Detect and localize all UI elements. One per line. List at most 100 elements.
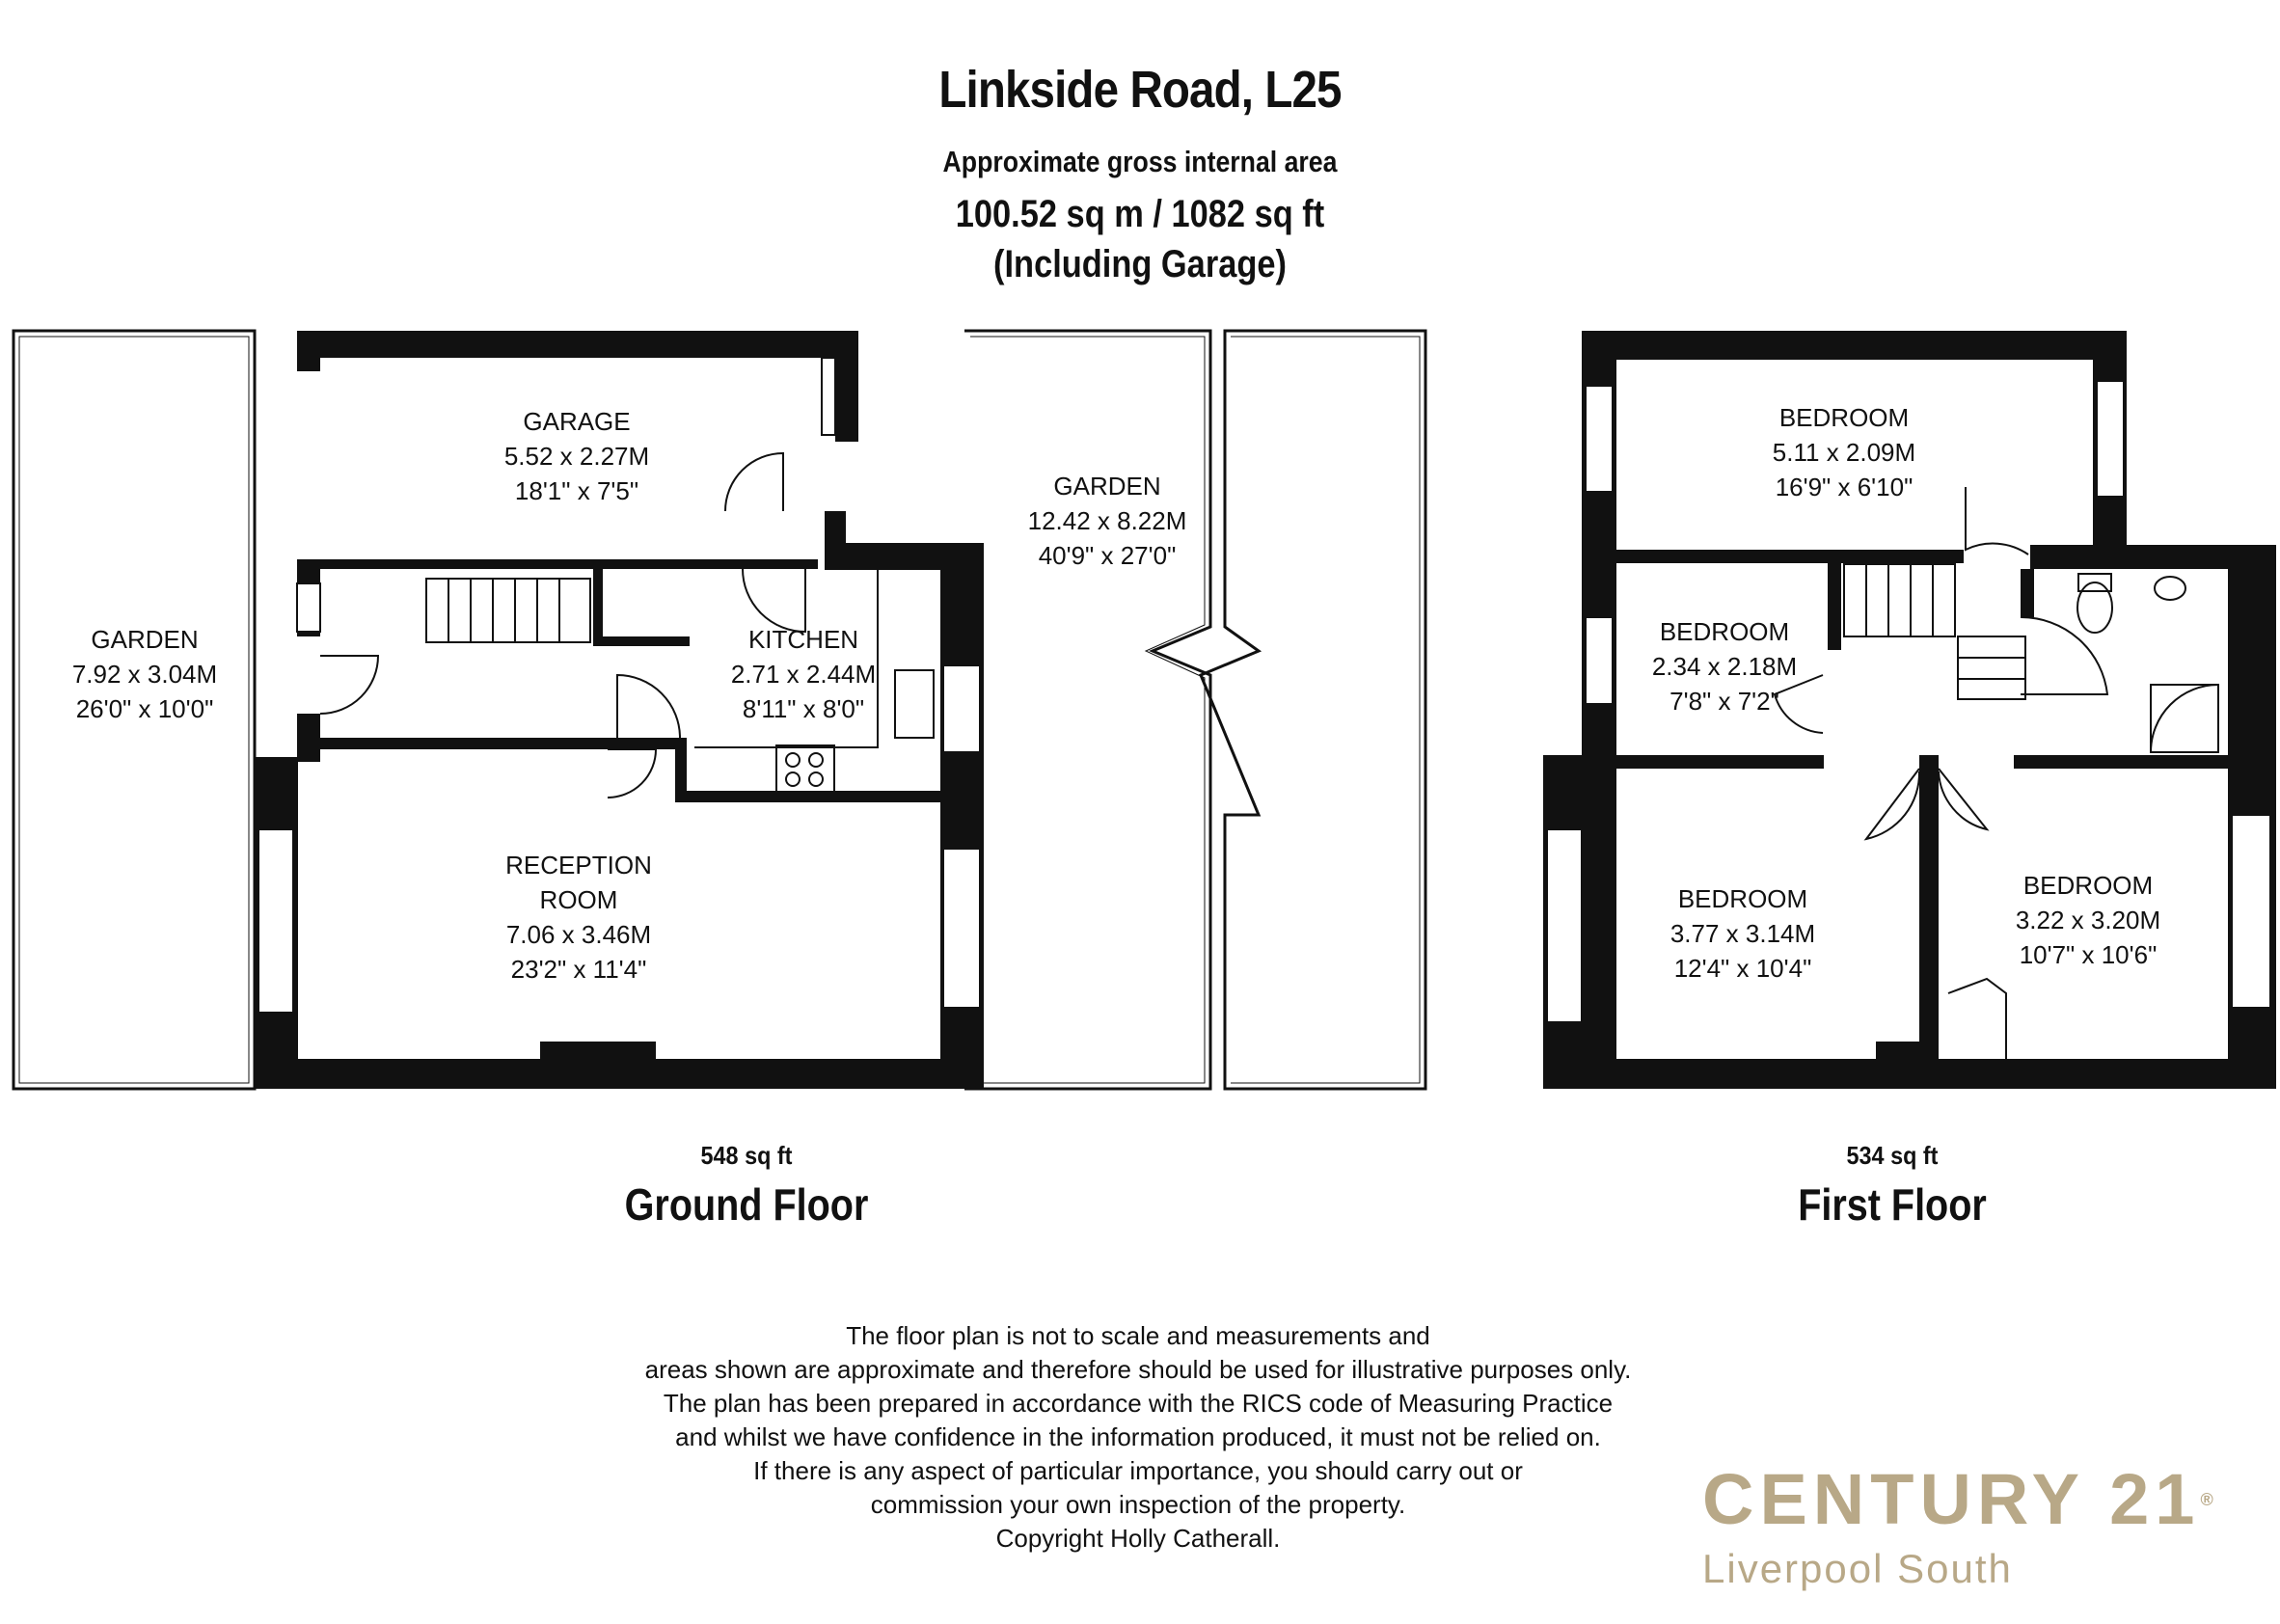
disclaimer-text: The floor plan is not to scale and measu… [540,1319,1736,1556]
right-garden-inner-outline [970,336,1206,1084]
small-bedroom-door-swing [1773,674,1824,734]
garden-extension-inner-outline [1231,336,1421,1084]
bathroom-bottom-wall [2014,755,2231,769]
basin-icon [2154,576,2186,601]
kitchen-worktop [694,569,879,748]
bedroom-small-imperial: 7'8" x 7'2" [1669,687,1779,716]
total-area-note: (Including Garage) [993,243,1287,285]
bedroom-left-name: BEDROOM [1678,884,1807,913]
garden-left-imperial: 26'0" x 10'0" [76,694,214,723]
toilet-cistern [2077,573,2112,592]
disclaimer-line: commission your own inspection of the pr… [870,1490,1406,1519]
property-title: Linkside Road, L25 [938,61,1342,119]
bedroom-right-imperial: 10'7" x 10'6" [2020,940,2158,969]
first-floor-bottom-wall [1543,1059,2276,1089]
area-subtitle: Approximate gross internal area [942,145,1338,178]
disclaimer-line: The floor plan is not to scale and measu… [846,1321,1430,1350]
brand-office: Liverpool South [1702,1546,2013,1591]
bedroom-top-right-window [2096,380,2125,498]
disclaimer-line: Copyright Holly Catherall. [995,1524,1281,1553]
left-garden-inner-outline [18,336,250,1084]
chimney-breast [1876,1042,1924,1061]
cupboard-outline [1947,977,2007,1059]
reception-door-swing [607,748,658,798]
right-garden-outline [964,329,1212,1091]
hob-ring-icon [785,771,801,787]
garage-top-wall [297,331,858,358]
hall-window [296,582,321,633]
kitchen-metric: 2.71 x 2.44M [731,660,876,689]
ground-floor-details [258,357,981,1014]
brand-name-text: CENTURY 21 [1702,1459,2201,1539]
first-floor-details [1546,380,2271,1059]
trademark-symbol: ® [2200,1490,2213,1509]
reception-name-line1: RECEPTION [505,851,652,880]
bedroom-divider-wall [1919,755,1939,1059]
house-bottom-wall [255,1059,984,1089]
disclaimer-line: The plan has been prepared in accordance… [663,1389,1614,1418]
reception-name-line2: ROOM [540,885,618,914]
first-floor-labels: BEDROOM 5.11 x 2.09M 16'9" x 6'10" BEDRO… [1652,403,2160,983]
bedroom-top-metric: 5.11 x 2.09M [1773,438,1915,467]
bedroom-right-name: BEDROOM [2023,871,2153,900]
garage-door-swing [724,451,784,512]
kitchen-window [942,664,981,753]
bedroom-small-name: BEDROOM [1660,617,1789,646]
left-garden-outline [12,329,257,1091]
small-bedroom-right-wall [1828,563,1841,650]
garden-left-name: GARDEN [91,625,198,654]
first-floor-caption: 534 sq ft First Floor [1603,1141,2182,1231]
first-floor-stairs [1843,563,2026,700]
small-bedroom-window [1585,616,1614,705]
garage-name: GARAGE [523,407,630,436]
reception-right-window [942,848,981,1009]
first-floor-area: 534 sq ft [1846,1141,1939,1170]
bedroom-right-door-swing [1938,768,1990,831]
garden-right-name: GARDEN [1053,472,1160,501]
bedroom-left-door-swing [1863,768,1921,841]
hall-bottom-wall [297,738,664,749]
kitchen-left-wall [675,738,687,796]
stair-bottom-wall [593,636,690,646]
bedroom-top-wall [1582,331,2127,360]
hall-door-swing [742,568,806,634]
ground-floor-plan [12,329,1427,1091]
bedroom-left-window [1546,828,1583,1023]
bedroom-right-metric: 3.22 x 3.20M [2016,906,2160,934]
bathroom-vent [2140,547,2171,564]
stair-wall [593,569,603,646]
ground-stairs [425,578,591,643]
garage-imperial: 18'1" x 7'5" [515,476,638,505]
brand-name: CENTURY 21® [1702,1461,2213,1538]
bathroom-left-wall [2021,569,2034,617]
small-bedroom-bottom-wall [1616,755,1824,769]
ground-floor-caption: 548 sq ft Ground Floor [457,1141,1036,1231]
reception-metric: 7.06 x 3.46M [506,920,651,949]
shower-screen [2150,684,2219,753]
reception-left-window [258,828,294,1014]
bedroom-left-imperial: 12'4" x 10'4" [1674,954,1812,983]
kitchen-hob [775,744,835,795]
garage-metric: 5.52 x 2.27M [504,442,649,471]
bedroom-top-name: BEDROOM [1779,403,1909,432]
landing-top-wall [1616,550,1964,563]
kitchen-sink [894,669,935,739]
disclaimer-line: and whilst we have confidence in the inf… [675,1422,1601,1451]
toilet-icon [2076,582,2113,634]
bedroom-right-window [2231,814,2271,1009]
kitchen-name: KITCHEN [748,625,858,654]
hob-ring-icon [808,771,824,787]
garage-right-wall [835,331,858,442]
kitchen-door-swing [616,673,681,739]
bedroom-top-left-window [1585,385,1614,493]
bathroom-door-swing [2020,615,2109,695]
ground-floor-area: 548 sq ft [700,1141,793,1170]
kitchen-imperial: 8'11" x 8'0" [743,694,864,723]
ground-floor-title: Ground Floor [624,1179,869,1230]
disclaimer-line: If there is any aspect of particular imp… [753,1456,1523,1485]
shower-tray [2150,684,2219,753]
reception-imperial: 23'2" x 11'4" [511,955,647,984]
hob-ring-icon [785,752,801,768]
